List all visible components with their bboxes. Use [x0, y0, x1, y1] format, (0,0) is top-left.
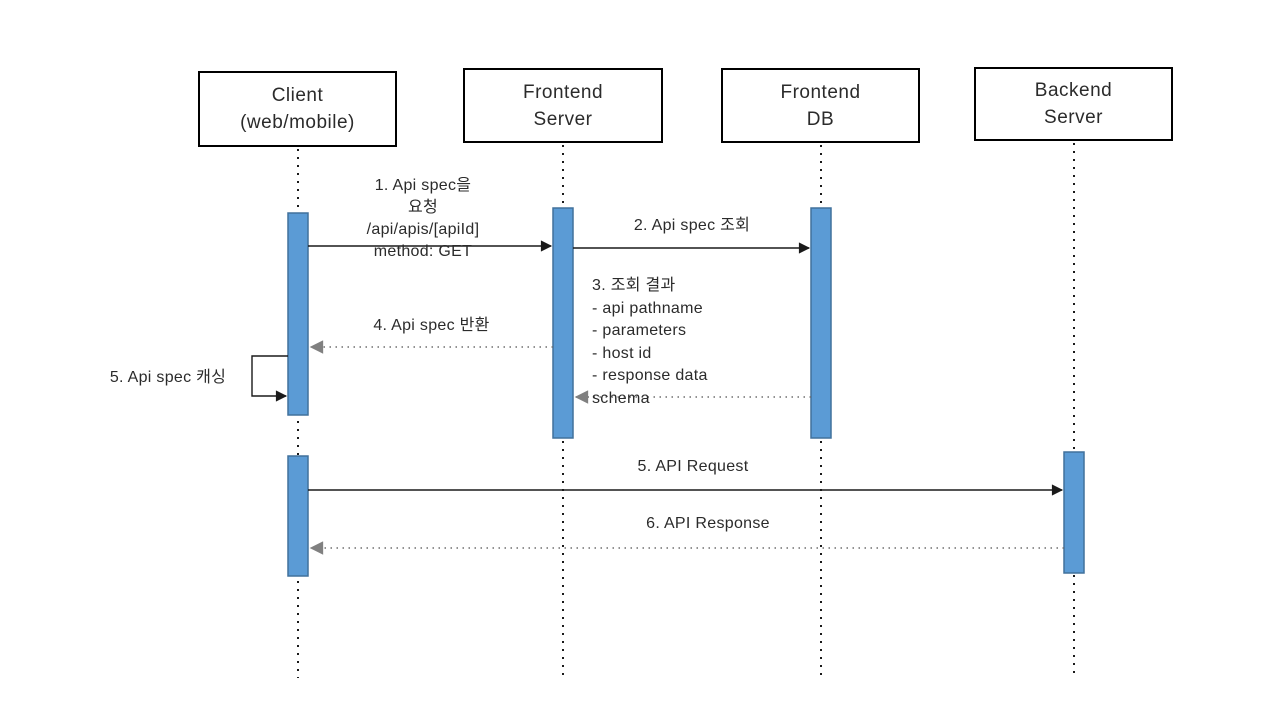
activation-bar-backend-server: [1063, 451, 1085, 574]
actor-box-backend-server: Backend Server: [974, 67, 1173, 141]
activation-bar-frontend-db: [810, 207, 832, 439]
activation-bar-client-1: [287, 212, 309, 416]
message-3-line: - api pathname: [592, 299, 703, 317]
actor-label-line: Frontend: [780, 81, 861, 103]
message-1-line: 요청: [407, 199, 439, 216]
message-3-line: - parameters: [592, 322, 687, 339]
message-5-label: 5. API Request: [637, 458, 749, 475]
actor-label-line: DB: [806, 108, 835, 130]
actor-label-line: Client: [271, 85, 324, 106]
message-1-line: 1. Api spec을: [374, 177, 472, 194]
message-3-line: 3. 조회 결과: [592, 277, 676, 294]
activation-bar-frontend-server: [552, 207, 574, 439]
message-1-line: /api/apis/[apiId]: [366, 221, 480, 238]
message-3-line: - response data: [592, 367, 708, 384]
actor-label-line: Server: [533, 108, 593, 130]
message-3-line: - host id: [592, 344, 652, 362]
message-3-label: 3. 조회 결과 - api pathname - parameters - h…: [592, 275, 817, 410]
actor-box-frontend-db: Frontend DB: [721, 68, 920, 143]
actor-label-line: (web/mobile): [240, 112, 355, 133]
message-2-label: 2. Api spec 조회: [633, 217, 751, 234]
message-3-line: schema: [592, 389, 650, 407]
message-5-self-label: 5. Api spec 캐싱: [109, 369, 227, 386]
actor-box-client: Client (web/mobile): [198, 71, 397, 147]
actor-box-frontend-server: Frontend Server: [463, 68, 663, 143]
message-5-self-loop-arrow: [251, 355, 288, 402]
message-1-label: 1. Api spec을 요청 /api/apis/[apiId] method…: [318, 175, 528, 263]
message-6-label: 6. API Response: [646, 515, 770, 532]
message-1-line: method: GET: [373, 243, 473, 260]
activation-bar-client-2: [287, 455, 309, 577]
actor-label-line: Backend: [1034, 80, 1113, 101]
actor-label-line: Server: [1044, 107, 1103, 128]
actor-label-line: Frontend: [522, 81, 604, 103]
message-4-label: 4. Api spec 반환: [373, 317, 490, 334]
